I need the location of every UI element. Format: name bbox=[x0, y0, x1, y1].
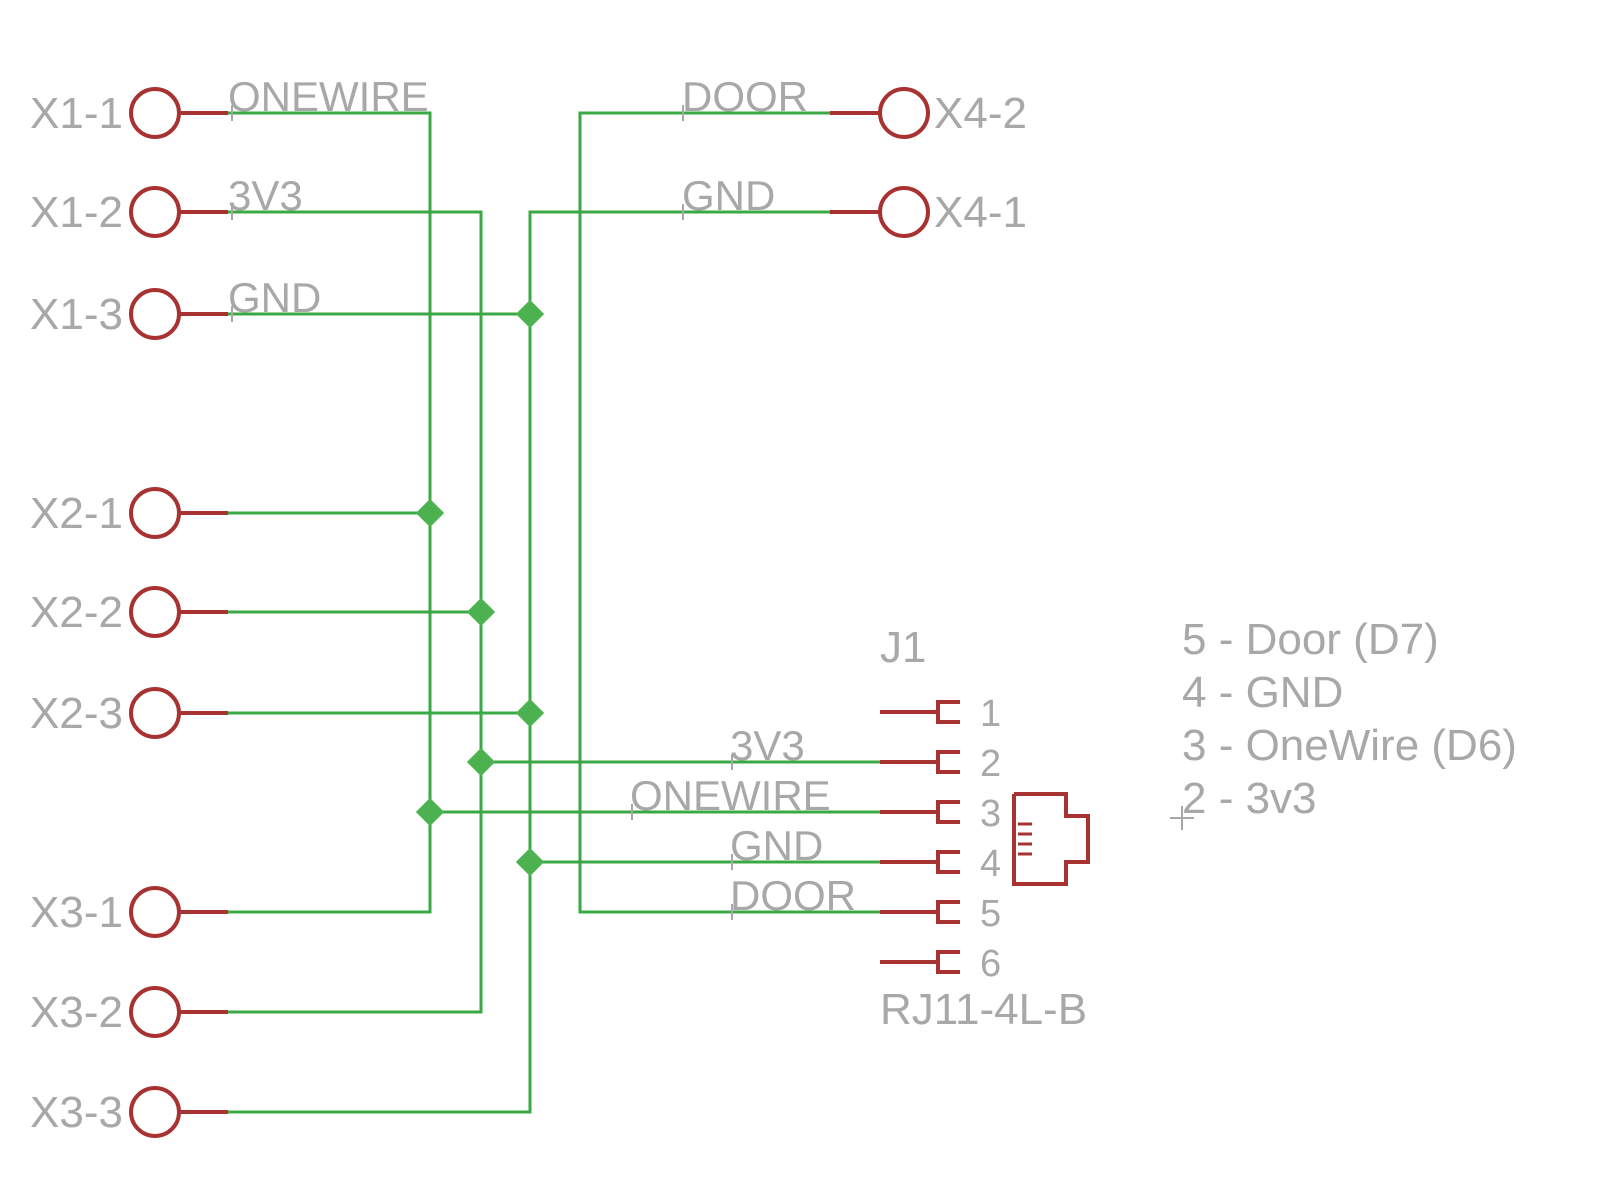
j1-pin-number-3: 3 bbox=[980, 793, 1001, 835]
connector-value: RJ11-4L-B bbox=[880, 985, 1087, 1034]
terminal-x4-2-pad bbox=[830, 87, 930, 139]
junction-dot bbox=[515, 847, 545, 877]
terminal-x1-1-pad bbox=[129, 87, 228, 139]
j1-pin-1-lead bbox=[880, 700, 960, 724]
net-label-door-x4: DOOR bbox=[682, 73, 808, 120]
junction-dot bbox=[415, 797, 445, 827]
terminal-x2-1-pad bbox=[129, 487, 228, 539]
j1-pin-2-lead bbox=[880, 750, 960, 774]
terminal-label-x4-1: X4-1 bbox=[934, 188, 1027, 237]
terminal-label-x2-2: X2-2 bbox=[30, 588, 123, 637]
net-labels-left: ONEWIRE 3V3 GND bbox=[228, 73, 429, 321]
j1-pin-3-lead bbox=[880, 800, 960, 824]
terminal-x2-2-pad bbox=[129, 586, 228, 638]
terminal-x3-3-pad bbox=[129, 1086, 228, 1138]
j1-net-label-door: DOOR bbox=[730, 872, 856, 919]
legend-line-onewire: 3 - OneWire (D6) bbox=[1182, 721, 1517, 770]
legend-line-door: 5 - Door (D7) bbox=[1182, 615, 1439, 664]
terminal-label-x1-1: X1-1 bbox=[30, 89, 123, 138]
j1-pin-number-2: 2 bbox=[980, 743, 1001, 785]
j1-net-label-3v3: 3V3 bbox=[730, 722, 805, 769]
wire-door bbox=[578, 111, 880, 914]
terminal-label-x3-1: X3-1 bbox=[30, 888, 123, 937]
terminal-x1-2-pad bbox=[129, 186, 228, 238]
terminal-label-x1-3: X1-3 bbox=[30, 290, 123, 339]
j1-pin-number-5: 5 bbox=[980, 893, 1001, 935]
junctions bbox=[415, 299, 545, 877]
connector-j1-symbol bbox=[880, 700, 1090, 974]
terminal-x3-2-pad bbox=[129, 986, 228, 1038]
net-label-3v3: 3V3 bbox=[228, 172, 303, 219]
terminal-label-x2-1: X2-1 bbox=[30, 489, 123, 538]
terminal-label-x4-2: X4-2 bbox=[934, 89, 1027, 138]
j1-net-label-onewire: ONEWIRE bbox=[630, 772, 831, 819]
label-anchor-ticks bbox=[231, 105, 1194, 920]
legend-line-gnd: 4 - GND bbox=[1182, 668, 1343, 717]
net-label-onewire: ONEWIRE bbox=[228, 73, 429, 120]
terminal-label-x1-2: X1-2 bbox=[30, 188, 123, 237]
wire-gnd bbox=[228, 210, 830, 1114]
terminal-x1-3-pad bbox=[129, 288, 228, 340]
net-label-gnd-x4: GND bbox=[682, 172, 775, 219]
j1-pin-6-lead bbox=[880, 950, 960, 974]
terminal-label-x2-3: X2-3 bbox=[30, 689, 123, 738]
terminal-label-x3-2: X3-2 bbox=[30, 988, 123, 1037]
net-label-gnd: GND bbox=[228, 274, 321, 321]
junction-dot bbox=[415, 498, 445, 528]
pin-legend: 5 - Door (D7) 4 - GND 3 - OneWire (D6) 2… bbox=[1182, 615, 1517, 823]
terminal-x4-1-pad bbox=[830, 186, 930, 238]
terminal-label-x3-3: X3-3 bbox=[30, 1088, 123, 1137]
junction-dot bbox=[515, 698, 545, 728]
j1-net-label-gnd: GND bbox=[730, 822, 823, 869]
net-wires bbox=[228, 111, 880, 1114]
terminal-x3-1-pad bbox=[129, 886, 228, 938]
left-terminal-symbols bbox=[129, 87, 228, 1138]
rj11-jack-icon bbox=[1012, 792, 1090, 886]
connector-j1-labels: J1 RJ11-4L-B 1 2 3 4 5 6 3V3 ONEWIRE GND… bbox=[630, 623, 1087, 1034]
j1-pin-number-4: 4 bbox=[980, 843, 1001, 885]
j1-pin-number-1: 1 bbox=[980, 693, 1001, 735]
j1-pin-4-lead bbox=[880, 850, 960, 874]
left-terminal-labels: X1-1 X1-2 X1-3 X2-1 X2-2 X2-3 X3-1 X3-2 … bbox=[30, 89, 123, 1137]
legend-line-3v3: 2 - 3v3 bbox=[1182, 774, 1317, 823]
junction-dot bbox=[515, 299, 545, 329]
junction-dot bbox=[466, 597, 496, 627]
terminal-x2-3-pad bbox=[129, 687, 228, 739]
right-terminal-labels: DOOR GND X4-2 X4-1 bbox=[682, 73, 1027, 237]
j1-pin-number-6: 6 bbox=[980, 943, 1001, 985]
junction-dot bbox=[466, 747, 496, 777]
connector-name: J1 bbox=[880, 623, 926, 672]
right-terminal-symbols bbox=[830, 87, 930, 238]
j1-pin-5-lead bbox=[880, 900, 960, 924]
